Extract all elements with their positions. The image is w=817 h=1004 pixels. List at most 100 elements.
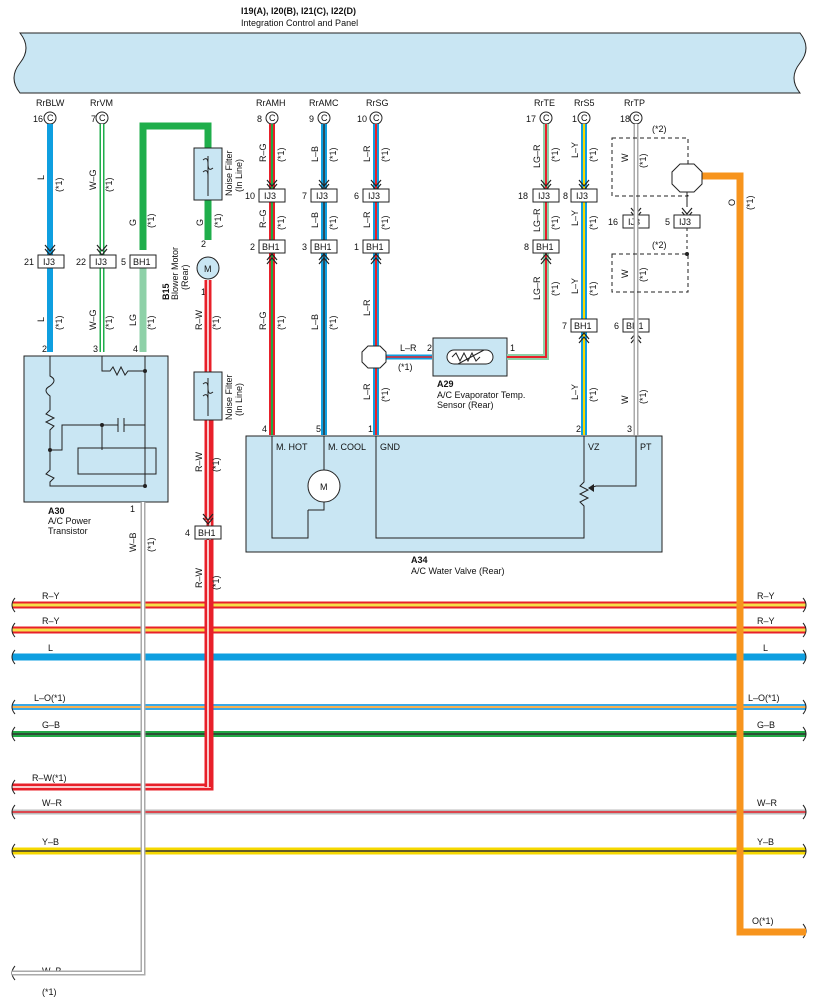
pin-number: 1	[510, 343, 515, 353]
pin-conn: C	[373, 113, 380, 123]
wire-label: W	[620, 395, 630, 404]
connector-label: IJ3	[95, 257, 107, 267]
bus-label: L	[48, 643, 53, 653]
pin-number: 2	[427, 343, 432, 353]
junction-dot	[143, 484, 147, 488]
component-id: A34	[411, 555, 428, 565]
pin-number: 17	[526, 114, 536, 124]
pin-number: 22	[76, 257, 86, 267]
connector-label: IJ3	[368, 191, 380, 201]
pin-number: 2	[42, 344, 47, 354]
pin-label: RrAMC	[309, 98, 339, 108]
note-label: (*1)	[638, 267, 648, 282]
bus-label: Y–B	[42, 837, 59, 847]
pin-label: RrVM	[90, 98, 113, 108]
pin-number: 2	[201, 239, 206, 249]
connector-label: BH1	[262, 242, 280, 252]
note-label: (*1)	[588, 387, 598, 402]
wire-label: W	[620, 153, 630, 162]
pin-number: 1	[130, 504, 135, 514]
pin-number: 18	[518, 191, 528, 201]
wire-label: O	[727, 199, 737, 206]
component-id: A29	[437, 379, 454, 389]
pin-number: 8	[563, 191, 568, 201]
note-label: (*1)	[745, 195, 755, 210]
wire-label: LG–R	[532, 276, 542, 300]
note-label: (*1)	[54, 177, 64, 192]
note-label: (*1)	[104, 177, 114, 192]
pin-number: 1	[368, 424, 373, 434]
note-label: (*1)	[276, 215, 286, 230]
bus-label: L	[763, 643, 768, 653]
middle-wire-labels: R–G (*1) R–G (*1) R–G (*1) L–B (*1) L–B …	[258, 143, 390, 402]
pin-label: RrS5	[574, 98, 595, 108]
wire-stripe	[12, 502, 144, 974]
component-id: A30	[48, 506, 65, 516]
connector-label: BH1	[198, 528, 216, 538]
pin-number: 1	[572, 114, 577, 124]
connector-bh1	[310, 239, 338, 254]
valve-motor-icon	[307, 469, 341, 503]
pin-number: 4	[133, 344, 138, 354]
bus-label: R–Y	[42, 591, 60, 601]
pin-number: 6	[354, 191, 359, 201]
pin-conn: C	[269, 113, 276, 123]
note-label: (*2)	[652, 240, 667, 250]
note-label: (*1)	[104, 315, 114, 330]
connector-ij3	[362, 188, 390, 203]
wire-label: L–B	[310, 314, 320, 330]
wire-label: L–R	[400, 343, 417, 353]
note-label: (*1)	[638, 389, 648, 404]
component-label: (In Line)	[234, 383, 244, 416]
pin-number: 6	[614, 321, 619, 331]
pin-conn: C	[581, 113, 588, 123]
wire-label: L–B	[310, 212, 320, 228]
pin-number: 21	[24, 257, 34, 267]
pin-number: 5	[316, 424, 321, 434]
connector-label: BH1	[536, 242, 554, 252]
connector-ij3	[89, 254, 117, 269]
pin-number: 1	[201, 287, 206, 297]
pin-number: 3	[93, 344, 98, 354]
pin-number: 10	[245, 191, 255, 201]
note-label: (*1)	[380, 147, 390, 162]
wire-label: L–Y	[570, 384, 580, 400]
pin-conn: C	[321, 113, 328, 123]
pin-number: 9	[309, 114, 314, 124]
wire-label: L–Y	[570, 142, 580, 158]
connector-label: BH1	[366, 242, 384, 252]
pin-number: 2	[250, 242, 255, 252]
wire-label: L	[36, 317, 46, 322]
wave-right	[802, 597, 807, 939]
valve-pin-gnd: GND	[380, 442, 401, 452]
wire-label: L–Y	[570, 278, 580, 294]
component-label: Transistor	[48, 526, 88, 536]
arrow-chevron	[266, 253, 278, 265]
wiper-arrow-icon	[588, 484, 594, 492]
thermistor-symbol	[451, 349, 485, 365]
bus-label: W–R	[42, 798, 63, 808]
connector-bh1	[258, 239, 286, 254]
note-label: (*1)	[276, 315, 286, 330]
splice-point-icon	[671, 163, 703, 193]
note-label: (*1)	[211, 575, 221, 590]
bus-label: R–W(*1)	[32, 773, 67, 783]
junction-dot	[143, 369, 147, 373]
pin-number: 4	[185, 528, 190, 538]
motor-wiring	[271, 436, 325, 539]
component-label: Noise Filter	[224, 150, 234, 196]
pin-number: 7	[91, 114, 96, 124]
panel-title: I19(A), I20(B), I21(C), I22(D)	[241, 6, 356, 16]
pin-number: 16	[608, 217, 618, 227]
potentiometer-wiring	[375, 436, 590, 539]
pin-conn: C	[47, 113, 54, 123]
bus-label: G–B	[757, 720, 775, 730]
note-label: (*1)	[211, 457, 221, 472]
valve-pin-vz: VZ	[588, 442, 600, 452]
blower-motor-icon	[196, 256, 220, 280]
wire-label: L–Y	[570, 210, 580, 226]
note-label: (*1)	[550, 215, 560, 230]
pin-number: 5	[121, 257, 126, 267]
pin-number: 8	[257, 114, 262, 124]
transistor-internal	[44, 356, 157, 487]
